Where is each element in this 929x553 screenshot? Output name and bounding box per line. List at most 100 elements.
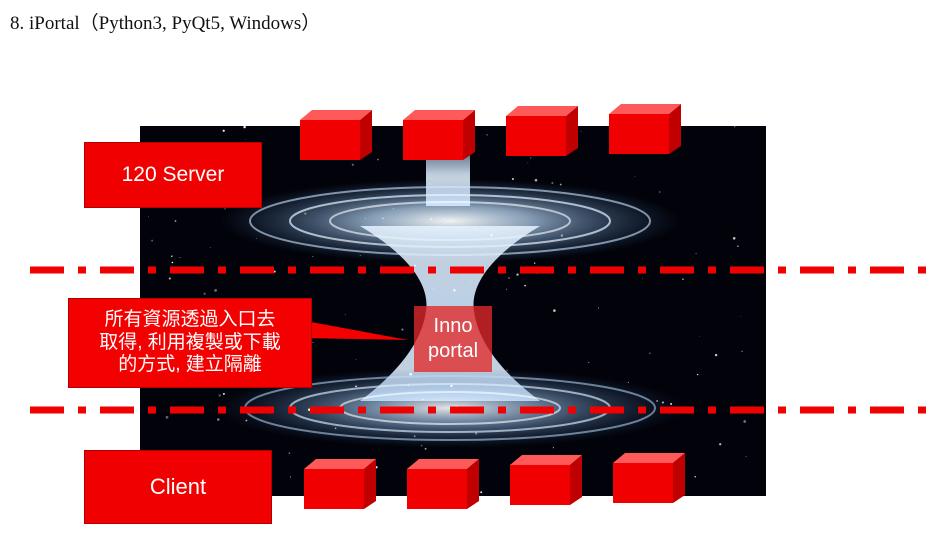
client-cube-2 (407, 459, 479, 509)
star (656, 400, 658, 402)
star (171, 261, 174, 264)
star (179, 257, 181, 259)
star (222, 392, 225, 395)
star (382, 217, 384, 220)
star (210, 246, 211, 248)
star (428, 183, 431, 185)
note-callout: 所有資源透過入口去 取得, 利用複製或下載 的方式, 建立隔離 (68, 298, 312, 388)
star (243, 126, 246, 129)
star (475, 228, 477, 230)
star (355, 358, 357, 360)
star (486, 134, 488, 136)
star (627, 381, 629, 383)
star (719, 443, 722, 446)
star (442, 217, 445, 220)
star (312, 255, 314, 258)
star (438, 279, 440, 280)
star (203, 292, 206, 295)
star (734, 126, 736, 128)
star (168, 277, 171, 280)
star (214, 289, 217, 292)
star (359, 255, 361, 256)
star (670, 402, 673, 405)
star (420, 444, 423, 447)
star (407, 384, 410, 387)
star (273, 270, 276, 273)
star (413, 435, 416, 438)
star (649, 352, 651, 355)
server-cube-1 (300, 110, 372, 160)
star (334, 427, 337, 430)
note-pointer (300, 320, 408, 340)
upper-boundary-line (30, 266, 929, 274)
star (699, 335, 701, 337)
upper-disk (220, 179, 680, 263)
star (695, 252, 697, 255)
star (524, 284, 526, 287)
portal-label: Inno portal (414, 306, 492, 372)
star (312, 342, 314, 344)
note-line-2: 取得, 利用複製或下載 (99, 331, 281, 353)
star (224, 208, 226, 210)
star (432, 288, 435, 290)
star (288, 452, 291, 454)
client-label: Client (84, 450, 272, 524)
star (256, 238, 257, 239)
star (714, 353, 718, 357)
lower-boundary-line (30, 406, 929, 414)
star (401, 328, 404, 331)
star (529, 157, 532, 159)
star (474, 432, 478, 435)
note-line-3: 的方式, 建立隔離 (118, 354, 262, 376)
client-cube-1 (304, 459, 376, 509)
star (174, 220, 177, 222)
star (682, 278, 684, 280)
server-cube-4 (609, 104, 681, 154)
star (218, 394, 221, 397)
star (552, 447, 554, 449)
star (696, 373, 699, 376)
star (217, 418, 220, 421)
star (151, 239, 154, 242)
star (165, 415, 169, 419)
portal-label-line-2: portal (427, 340, 479, 362)
star (511, 177, 514, 181)
star (741, 350, 743, 353)
star (737, 245, 739, 247)
star (694, 476, 696, 478)
star (421, 398, 424, 401)
client-cube-4 (613, 453, 685, 503)
page-title: 8. iPortal（Python3, PyQt5, Windows） (10, 13, 321, 34)
star (171, 255, 173, 257)
star (642, 278, 643, 279)
star (597, 307, 600, 309)
server-label: 120 Server (84, 142, 262, 208)
star (388, 230, 390, 232)
star (527, 162, 529, 164)
star (307, 408, 311, 411)
star (534, 262, 536, 264)
star (634, 176, 636, 178)
star (245, 419, 248, 422)
star (506, 369, 508, 372)
server-cube-2 (403, 110, 475, 160)
star (659, 191, 661, 193)
star (424, 447, 427, 450)
star (743, 420, 747, 423)
star (392, 207, 395, 210)
star (506, 288, 508, 290)
star (364, 218, 367, 220)
star (304, 212, 307, 215)
star (740, 315, 741, 317)
star (355, 385, 358, 388)
star (222, 129, 225, 132)
star (490, 234, 493, 237)
star (470, 281, 472, 283)
star (580, 130, 582, 132)
star (593, 244, 595, 245)
star (732, 237, 736, 240)
star (553, 309, 556, 312)
star (414, 264, 417, 267)
star (480, 491, 483, 494)
star (289, 476, 292, 478)
